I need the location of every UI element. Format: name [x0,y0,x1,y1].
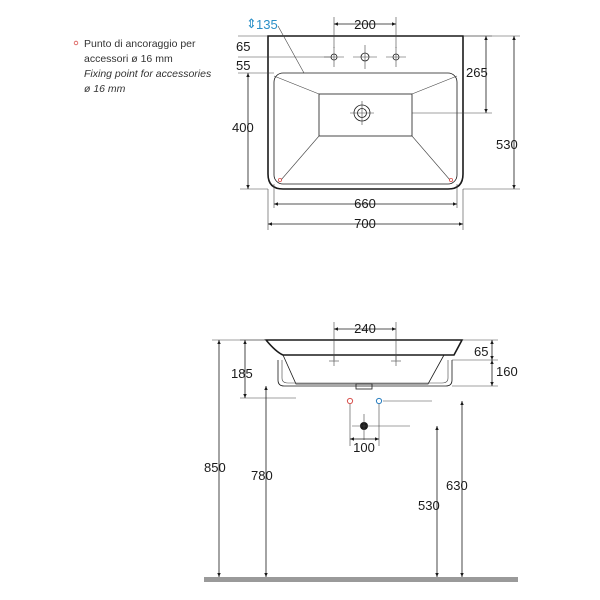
drain-recess [318,93,413,137]
slope-line [280,135,320,181]
basin-bowl [273,72,458,185]
dim-160: 160 [496,364,518,379]
slope-line [273,75,320,95]
fixing-point-marker-icon [73,40,79,46]
tap-hole-center-icon [353,45,377,69]
dim-400: 400 [232,120,254,135]
legend-line-1: Punto di ancoraggio per [84,38,196,50]
dim-780: 780 [251,468,273,483]
waste-outlet-icon [352,414,376,440]
basin-body [282,354,445,385]
leader-line [277,25,305,74]
siphon-stub [355,383,373,390]
fixing-point-icon [448,177,453,182]
basin-outline [267,35,464,190]
top-view: ⇕ 135 200 65 55 400 265 530 660 [232,16,520,231]
side-view: 240 65 160 185 100 [204,321,518,582]
dim-850: 850 [204,460,226,475]
dim-depth-135: 135 [256,17,278,32]
slope-line [411,135,451,181]
legend-line-2: accessori ø 16 mm [84,53,173,65]
depth-arrow-icon: ⇕ [246,16,257,31]
dim-65-side: 65 [474,344,488,359]
fixing-point-icon [277,177,282,182]
legend: Punto di ancoraggio per accessori ø 16 m… [73,38,212,95]
dim-700: 700 [354,216,376,231]
dim-630: 630 [446,478,468,493]
dim-65-top: 65 [236,39,250,54]
dim-200: 200 [354,17,376,32]
drain-icon [350,101,374,125]
legend-line-3: Fixing point for accessories [84,68,212,80]
dim-660: 660 [354,196,376,211]
basin-profile [264,339,464,356]
dim-530-top: 530 [496,137,518,152]
dim-240: 240 [354,321,376,336]
hot-water-inlet-icon [346,397,354,405]
towel-rail-inner [281,360,449,384]
floor-line [204,577,518,582]
dim-185: 185 [231,366,253,381]
dim-100: 100 [353,440,375,455]
cold-water-inlet-icon [375,397,383,405]
dim-530-side: 530 [418,498,440,513]
dim-265: 265 [466,65,488,80]
towel-rail [277,360,453,387]
dim-55-top: 55 [236,58,250,73]
legend-line-4: ø 16 mm [84,83,126,95]
slope-line [411,75,458,95]
tap-hole-right-icon [386,47,406,67]
